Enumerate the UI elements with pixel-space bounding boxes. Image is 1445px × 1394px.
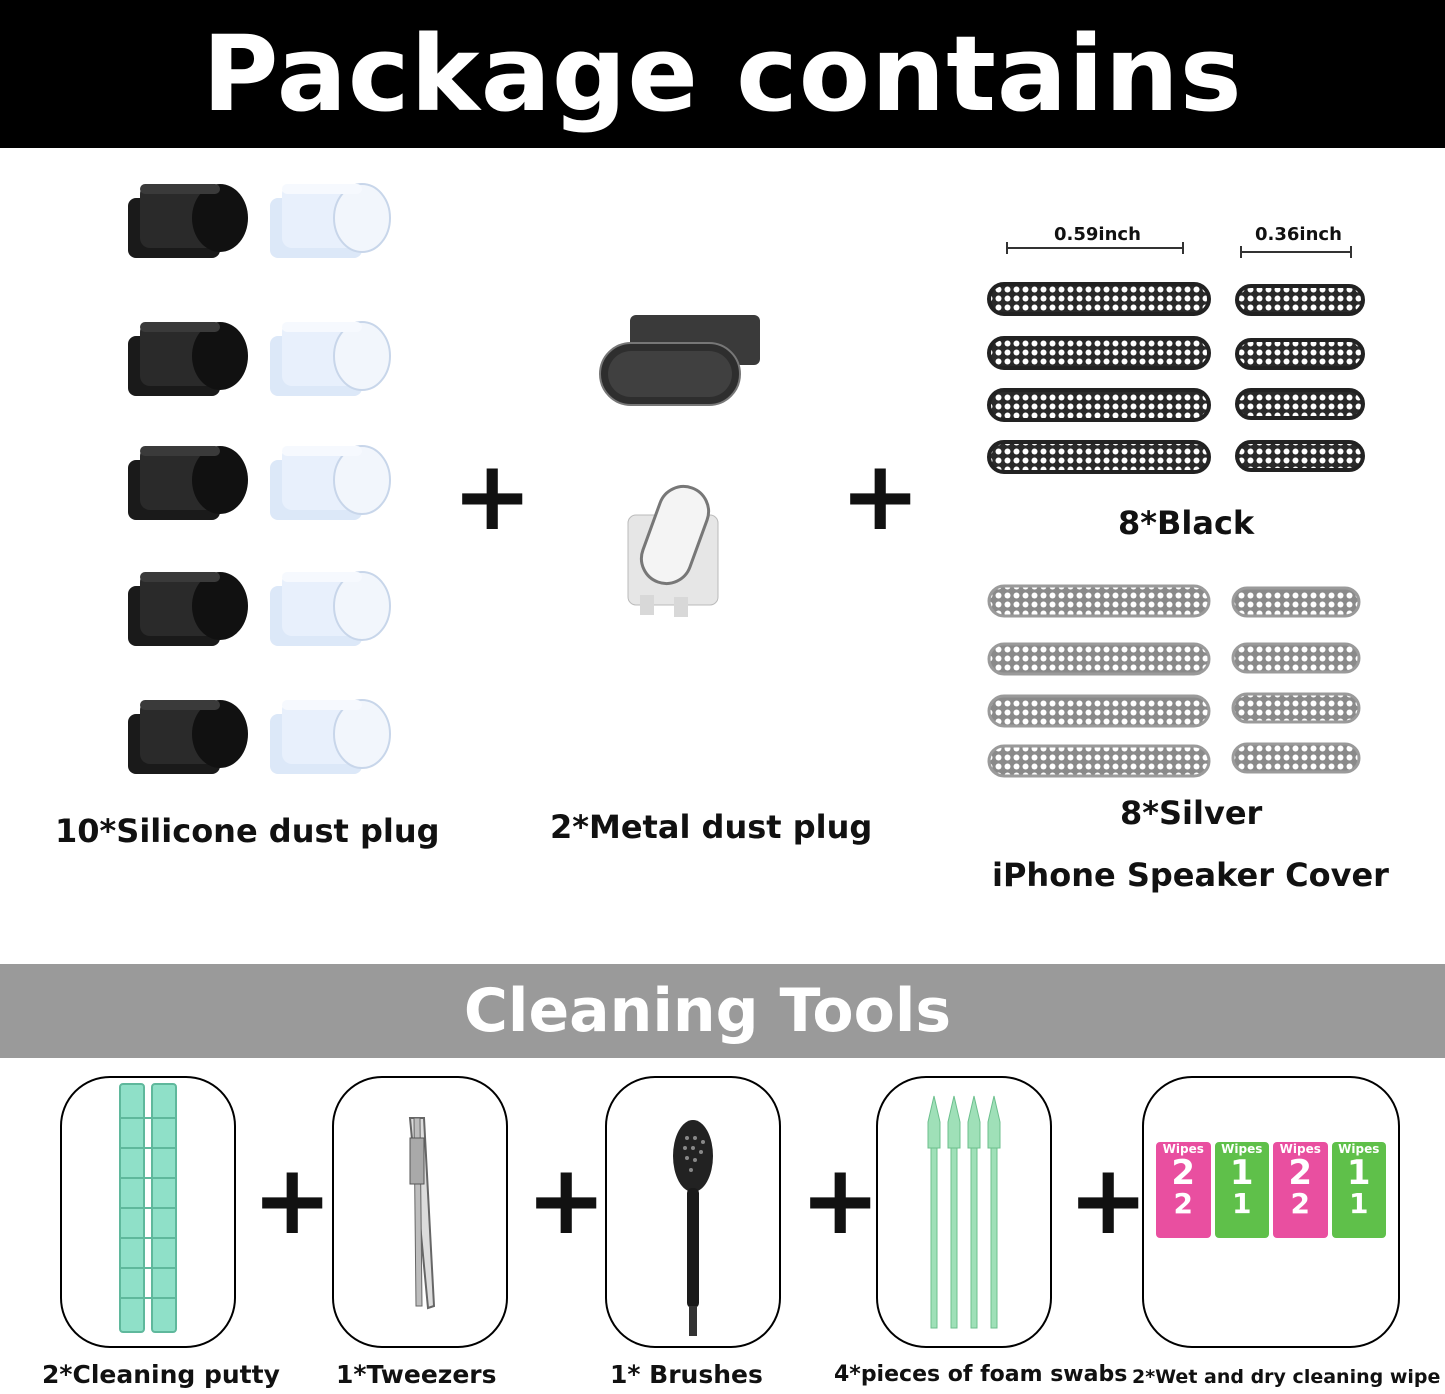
cleaning-tools-title: Cleaning Tools (463, 976, 952, 1046)
wipe-packet: Wipes 1 1 (1331, 1142, 1386, 1238)
wipes-image: Wipes 2 2 Wipes 1 1 Wipes 2 2 Wipes 1 1 (1156, 1142, 1386, 1238)
wipe-packet: Wipes 1 1 (1214, 1142, 1269, 1238)
wipe-packet: Wipes 2 2 (1156, 1142, 1211, 1238)
brush-box (605, 1076, 781, 1348)
cleaning-putty-image (119, 1083, 177, 1333)
cleaning-tools-banner: Cleaning Tools (0, 964, 1445, 1058)
silicone-plugs-image (128, 183, 391, 775)
swabs-label: 4*pieces of foam swabs (834, 1362, 1128, 1387)
foam-swabs-image (927, 1095, 1001, 1329)
brush-image (673, 1120, 713, 1336)
wipes-box: Wipes 2 2 Wipes 1 1 Wipes 2 2 Wipes 1 1 (1142, 1076, 1400, 1348)
speaker-cover-image (985, 240, 1385, 780)
dimension-small-label: 0.36inch (1255, 224, 1342, 245)
page-title: Package contains (202, 13, 1243, 135)
silicone-plug-label: 10*Silicone dust plug (55, 812, 440, 850)
speaker-cover-label: iPhone Speaker Cover (992, 856, 1389, 894)
brush-label: 1* Brushes (610, 1360, 763, 1389)
silver-cover-label: 8*Silver (1120, 794, 1263, 832)
plus-icon: + (840, 440, 921, 552)
plus-icon: + (1068, 1144, 1149, 1256)
tweezers-label: 1*Tweezers (336, 1360, 497, 1389)
plus-icon: + (452, 440, 533, 552)
putty-label: 2*Cleaning putty (42, 1360, 280, 1389)
putty-box (60, 1076, 236, 1348)
wipe-packet: Wipes 2 2 (1273, 1142, 1328, 1238)
plus-icon: + (526, 1144, 607, 1256)
plus-icon: + (800, 1144, 881, 1256)
dimension-large-label: 0.59inch (1054, 224, 1141, 245)
wipes-label: 2*Wet and dry cleaning wipe (1132, 1366, 1441, 1388)
silicone-plug-grid (110, 170, 410, 810)
black-cover-label: 8*Black (1118, 504, 1255, 542)
metal-plug-label: 2*Metal dust plug (550, 808, 873, 846)
header-banner: Package contains (0, 0, 1445, 148)
plus-icon: + (252, 1144, 333, 1256)
swabs-box (876, 1076, 1052, 1348)
tweezers-image (408, 1117, 436, 1310)
metal-plug-image (590, 305, 770, 635)
tweezers-box (332, 1076, 508, 1348)
